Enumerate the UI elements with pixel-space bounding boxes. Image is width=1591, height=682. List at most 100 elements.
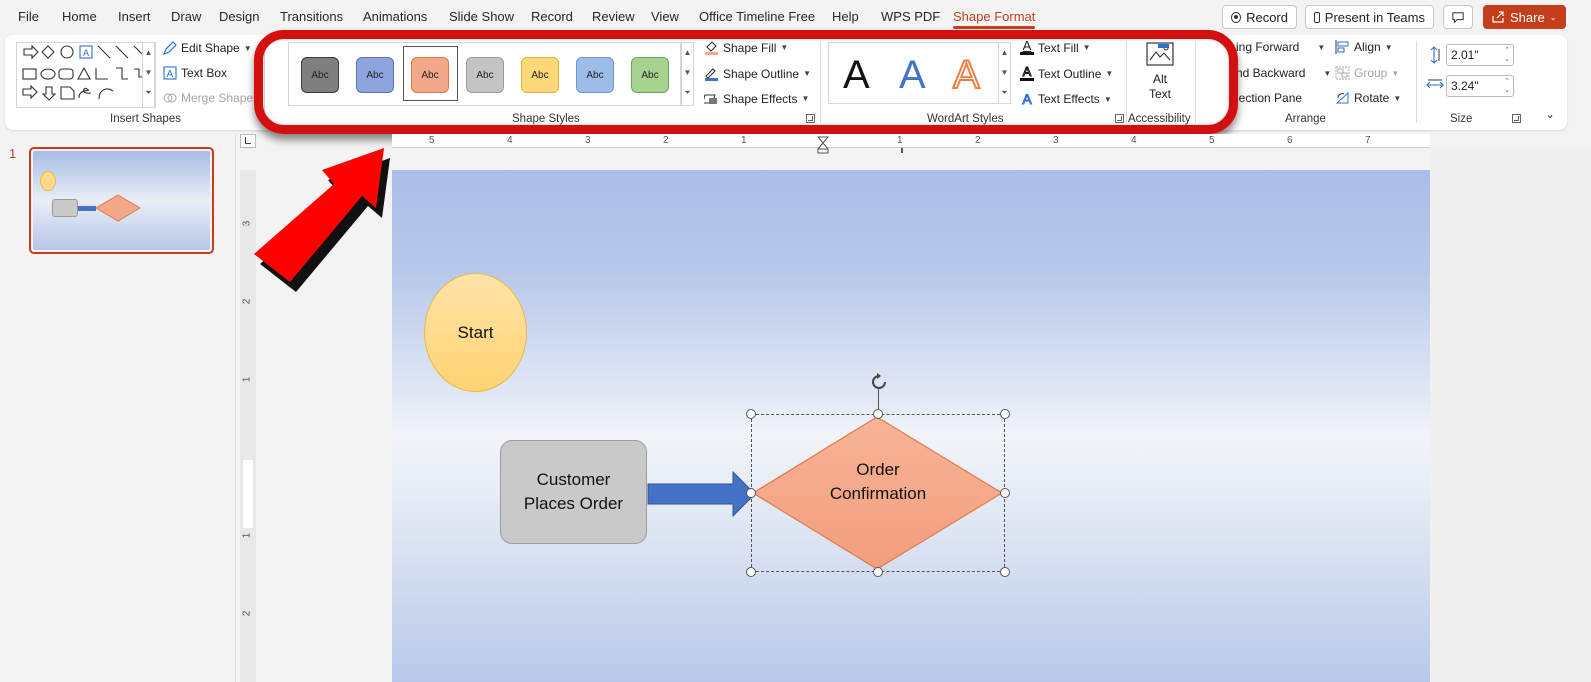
scroll-up-icon[interactable]: ▲ (1000, 48, 1009, 57)
wordart-gallery-scroll[interactable]: ▲ ▼ ⏷ (998, 42, 1011, 104)
rotate-button[interactable]: Rotate ▼ (1335, 91, 1401, 105)
alt-text-label-line2: Text (1148, 87, 1171, 101)
group-divider (264, 41, 265, 123)
shape-style-preset-3[interactable]: Abc (411, 57, 449, 93)
shape-style-preset-1[interactable]: Abc (301, 57, 339, 93)
shape-style-preset-7[interactable]: Abc (631, 57, 669, 93)
tab-slide-show[interactable]: Slide Show (449, 9, 515, 24)
wordart-style-blue[interactable]: A (899, 53, 926, 97)
tab-stop-selector[interactable] (240, 134, 256, 148)
ruler-number: 5 (429, 135, 435, 146)
tab-home[interactable]: Home (62, 9, 97, 24)
wordart-style-black[interactable]: A (843, 53, 870, 97)
spin-arrows-icon[interactable]: ⌃⌄ (1504, 78, 1510, 94)
scroll-up-icon[interactable]: ▲ (683, 48, 692, 57)
rotate-handle-icon[interactable] (868, 371, 890, 393)
resize-handle-top[interactable] (873, 409, 883, 419)
tab-transitions[interactable]: Transitions (280, 9, 344, 24)
tab-review[interactable]: Review (592, 9, 635, 24)
size-dialog-launcher-icon[interactable] (1512, 114, 1521, 123)
group-button[interactable]: Group ▼ (1335, 66, 1399, 80)
selection-pane-button[interactable]: lection Pane (1236, 91, 1302, 105)
scroll-down-icon[interactable]: ▼ (1000, 68, 1009, 77)
present-in-teams-button[interactable]: Present in Teams (1305, 5, 1434, 29)
ruler-number: 4 (507, 135, 513, 146)
share-button[interactable]: Share ⌄ (1483, 5, 1566, 29)
ruler-number: 1 (741, 135, 747, 146)
tab-insert[interactable]: Insert (118, 9, 151, 24)
wordart-dialog-launcher-icon[interactable] (1115, 114, 1124, 123)
text-fill-button[interactable]: A Text Fill ▼ (1020, 39, 1091, 55)
shape-height-input[interactable]: 2.01" ⌃⌄ (1446, 44, 1514, 66)
alt-text-button[interactable]: Alt Text (1136, 41, 1184, 107)
resize-handle-top-right[interactable] (1000, 409, 1010, 419)
slide-thumbnail[interactable] (29, 147, 214, 254)
merge-shapes-button[interactable]: Merge Shapes (163, 91, 259, 105)
shape-style-preset-5[interactable]: Abc (521, 57, 559, 93)
resize-handle-bottom-left[interactable] (746, 567, 756, 577)
slide-canvas[interactable]: Start Customer Places Order Order Confir… (392, 170, 1430, 682)
tab-view[interactable]: View (651, 9, 679, 24)
shape-styles-dialog-launcher-icon[interactable] (806, 114, 815, 123)
shape-style-preset-2[interactable]: Abc (356, 57, 394, 93)
share-chevron-icon[interactable]: ⌄ (1549, 12, 1557, 22)
text-fill-label: Text Fill (1038, 40, 1079, 55)
process-shape[interactable]: Customer Places Order (500, 440, 647, 544)
wordart-style-orange-outline[interactable]: A (952, 52, 981, 98)
tab-office-timeline[interactable]: Office Timeline Free (699, 9, 816, 24)
record-button[interactable]: Record (1222, 5, 1297, 29)
resize-handle-top-left[interactable] (746, 409, 756, 419)
rotate-icon (1335, 91, 1349, 104)
tab-design[interactable]: Design (219, 9, 260, 24)
shape-fill-button[interactable]: Shape Fill ▼ (704, 40, 788, 55)
resize-handle-bottom-right[interactable] (1000, 567, 1010, 577)
text-effects-icon: A (1022, 91, 1032, 108)
gallery-more-icon[interactable]: ⏷ (145, 88, 152, 97)
text-outline-button[interactable]: A Text Outline ▼ (1020, 65, 1114, 81)
shape-effects-button[interactable]: Shape Effects ▼ (704, 91, 809, 106)
start-shape[interactable]: Start (424, 273, 527, 392)
ruler-number: 1 (241, 532, 253, 539)
shape-style-preset-6[interactable]: Abc (576, 57, 614, 93)
tab-record[interactable]: Record (531, 9, 573, 24)
chevron-down-icon: ▼ (1082, 43, 1091, 52)
spin-arrows-icon[interactable]: ⌃⌄ (1504, 47, 1510, 63)
ruler-number: 2 (241, 298, 253, 305)
scroll-down-icon[interactable]: ▼ (144, 68, 153, 77)
align-button[interactable]: Align ▼ (1335, 40, 1393, 54)
shape-styles-gallery-scroll[interactable]: ▲ ▼ ⏷ (681, 42, 694, 106)
resize-handle-bottom[interactable] (873, 567, 883, 577)
tab-wps-pdf[interactable]: WPS PDF (881, 9, 941, 24)
send-backward-button[interactable]: nd Backward ▼ (1236, 66, 1331, 80)
bring-forward-button[interactable]: ing Forward ▼ (1236, 40, 1325, 54)
resize-handle-right[interactable] (1000, 488, 1010, 498)
gallery-more-icon[interactable]: ⏷ (684, 88, 691, 97)
share-icon (1492, 11, 1504, 23)
tab-draw[interactable]: Draw (171, 9, 202, 24)
shapes-gallery-scroll[interactable]: ▲ ▼ ⏷ (142, 42, 155, 108)
comment-icon (1452, 11, 1464, 23)
size-group-label: Size (1450, 113, 1473, 125)
shape-style-preset-label: Abc (531, 69, 549, 81)
scroll-down-icon[interactable]: ▼ (683, 68, 692, 77)
shape-style-preset-4[interactable]: Abc (466, 57, 504, 93)
collapse-ribbon-chevron-icon[interactable]: ⌄ (1545, 107, 1556, 121)
edit-shape-button[interactable]: Edit Shape ▼ (163, 41, 252, 55)
text-effects-button[interactable]: A Text Effects ▼ (1020, 91, 1112, 108)
tab-help[interactable]: Help (832, 9, 859, 24)
comments-button[interactable] (1443, 5, 1473, 29)
resize-handle-left[interactable] (746, 488, 756, 498)
ruler-number: 3 (585, 135, 591, 146)
scroll-up-icon[interactable]: ▲ (144, 48, 153, 57)
shape-outline-button[interactable]: Shape Outline ▼ (704, 66, 811, 81)
shapes-gallery[interactable]: A (16, 42, 156, 108)
indent-marker-icon[interactable] (817, 136, 829, 154)
tab-shape-format[interactable]: Shape Format (953, 9, 1036, 29)
tab-animations[interactable]: Animations (363, 9, 428, 24)
shape-width-input[interactable]: 3.24" ⌃⌄ (1446, 75, 1514, 97)
gallery-more-icon[interactable]: ⏷ (1001, 88, 1008, 97)
connector-arrow[interactable] (647, 470, 757, 518)
tab-file[interactable]: File (18, 9, 39, 24)
chevron-down-icon: ▼ (1105, 69, 1114, 78)
text-box-button[interactable]: A Text Box (163, 66, 227, 80)
